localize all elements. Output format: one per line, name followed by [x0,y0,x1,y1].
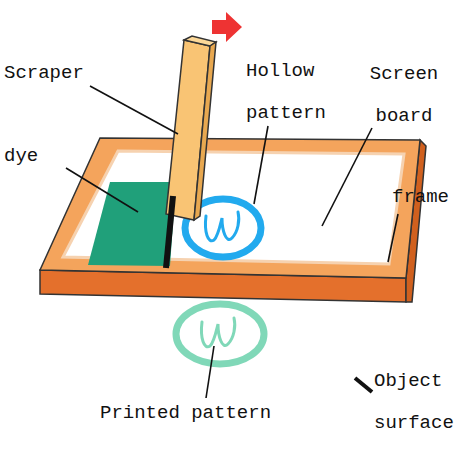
frame-top [40,138,420,278]
part-label: dye [4,145,64,167]
dye-area [88,182,176,266]
direction-arrow [212,12,242,42]
leader-line [206,346,214,398]
part-label: Screen board [356,53,452,137]
part-label: Printed pattern [100,402,300,424]
part-label: Scraper [4,62,104,84]
leader-line [90,86,178,134]
part-label: frame [392,186,460,208]
scraper-side [194,42,216,220]
printed-pattern-ring [176,304,264,364]
leader-line [254,126,268,204]
legend-line [355,378,372,392]
squeegee-edge [166,196,173,268]
hollow-pattern-glyph [205,212,238,241]
legend-text: Object surface [374,360,460,444]
leader-line [388,214,398,262]
printed-pattern-glyph [201,318,234,347]
leader-line [66,168,138,212]
leader-line [322,128,372,226]
legend-line-sample [352,372,376,396]
part-label: Hollow pattern [246,50,338,134]
